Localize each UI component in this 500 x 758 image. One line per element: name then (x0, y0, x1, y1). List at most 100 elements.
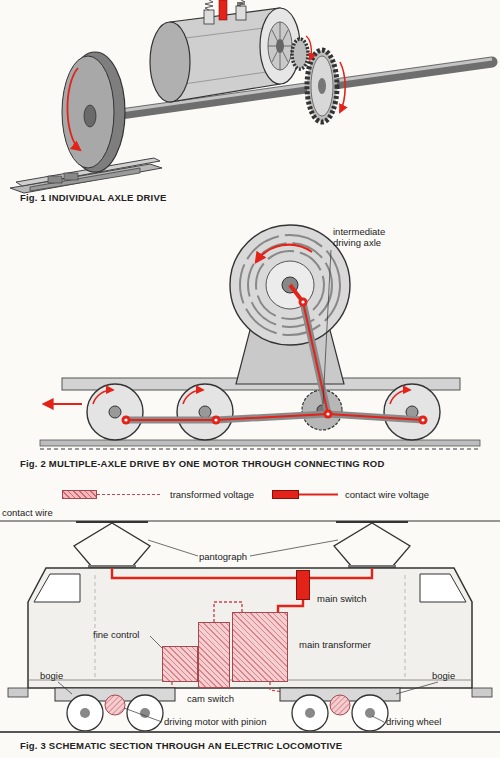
legend-label: transformed voltage (170, 489, 266, 500)
pantograph-frame (74, 522, 410, 568)
contact-wire (0, 521, 500, 522)
part-label: driving motor with pinion (164, 716, 304, 727)
figure-caption: Fig. 1 INDIVIDUAL AXLE DRIVE (20, 192, 490, 203)
driving-wheels (183, 390, 203, 404)
fine-control: fine control (162, 646, 198, 682)
motor-housing (256, 251, 324, 319)
connecting-rod (124, 418, 127, 421)
connecting-rod (421, 418, 424, 421)
driving-wheel (67, 68, 80, 150)
contact-voltage-wire (309, 568, 372, 578)
leader-line (323, 250, 331, 404)
figure-caption: Fig. 2 MULTIPLE-AXLE DRIVE BY ONE MOTOR … (20, 458, 490, 469)
main-transformer: main transformer (232, 612, 288, 682)
drive-gears (292, 39, 308, 69)
connecting-rod (299, 298, 308, 307)
running-rail (0, 732, 500, 733)
legend-swatch (62, 490, 97, 499)
direction-arrow (44, 403, 82, 405)
part-label: pantograph (199, 551, 269, 562)
part-label: bogie (432, 670, 472, 681)
motor-housing (266, 261, 314, 309)
connecting-rod (126, 414, 423, 420)
rail-track (40, 448, 480, 450)
pantograph-frame (334, 523, 410, 567)
rail-track (40, 440, 480, 446)
locomotive-body (8, 688, 28, 697)
main-switch: main switch (296, 570, 310, 600)
leader-line (250, 540, 338, 556)
connecting-rod (303, 302, 328, 414)
driving-wheels (93, 390, 113, 404)
driving-wheel (84, 105, 96, 127)
leader-line (372, 716, 384, 722)
legend-sample-line (97, 494, 160, 495)
part-label: cam switch (187, 693, 257, 704)
legend-swatch (272, 490, 299, 499)
locomotive-wheel (305, 708, 315, 718)
direction-arrow (44, 404, 82, 405)
drive-gears (340, 62, 345, 112)
motor-housing (240, 235, 340, 335)
rail-section (64, 173, 78, 180)
driving-wheels (390, 390, 410, 404)
traction-motor (150, 0, 300, 102)
traction-motor (150, 22, 190, 102)
traction-motor (237, 0, 245, 6)
contact-voltage-wire (112, 568, 297, 578)
motor-housing (248, 243, 332, 327)
connecting-rod (126, 414, 423, 420)
connecting-rod (122, 416, 131, 425)
traction-motor (276, 39, 284, 53)
rail-track (40, 440, 480, 449)
traction-motor (268, 22, 292, 70)
locomotive-body (34, 574, 80, 602)
motor-housing (230, 225, 350, 345)
driving-wheels (384, 384, 440, 440)
contact-voltage-wire (112, 568, 372, 578)
leader-line (396, 682, 438, 694)
motor-housing (256, 245, 312, 262)
connecting-rod (122, 298, 428, 425)
driving-wheels (177, 384, 233, 440)
locomotive-wheel (292, 695, 328, 731)
locomotive-body (8, 568, 492, 697)
locomotive-body (472, 688, 492, 697)
drive-gears (292, 36, 345, 122)
traction-motor (204, 10, 214, 24)
leader-line (58, 540, 438, 722)
connecting-rod (214, 418, 217, 421)
motor-housing (230, 225, 350, 384)
figure-caption: Fig. 3 SCHEMATIC SECTION THROUGH AN ELEC… (20, 740, 490, 751)
connecting-rod (326, 412, 329, 415)
driving-wheel (62, 52, 125, 172)
locomotive-wheel (80, 708, 90, 718)
locomotive-wheel (67, 695, 103, 731)
traction-motor (205, 0, 213, 10)
part-label: main transformer (299, 639, 399, 650)
pantograph-frame (74, 523, 150, 567)
locomotive-body (420, 574, 466, 602)
connecting-rod (212, 416, 221, 425)
traction-motor (236, 6, 246, 20)
part-label: fine control (93, 629, 159, 640)
connecting-rod (303, 302, 328, 414)
connecting-rod (324, 410, 333, 419)
connecting-rod (419, 416, 428, 425)
traction-motor (268, 22, 292, 70)
drive-gears (311, 56, 333, 116)
locomotive-body (405, 575, 406, 680)
driving-wheel (62, 56, 114, 168)
wire-connector (278, 600, 303, 612)
locomotive-wheel (127, 695, 163, 731)
part-label: intermediate driving axle (333, 226, 395, 248)
driving-motor (330, 695, 350, 715)
driving-wheels (87, 384, 143, 440)
legend-sample-line (299, 493, 338, 495)
cam-switch: cam switch (198, 622, 230, 688)
part-label: contact wire (2, 507, 82, 518)
locomotive-body (95, 575, 96, 680)
